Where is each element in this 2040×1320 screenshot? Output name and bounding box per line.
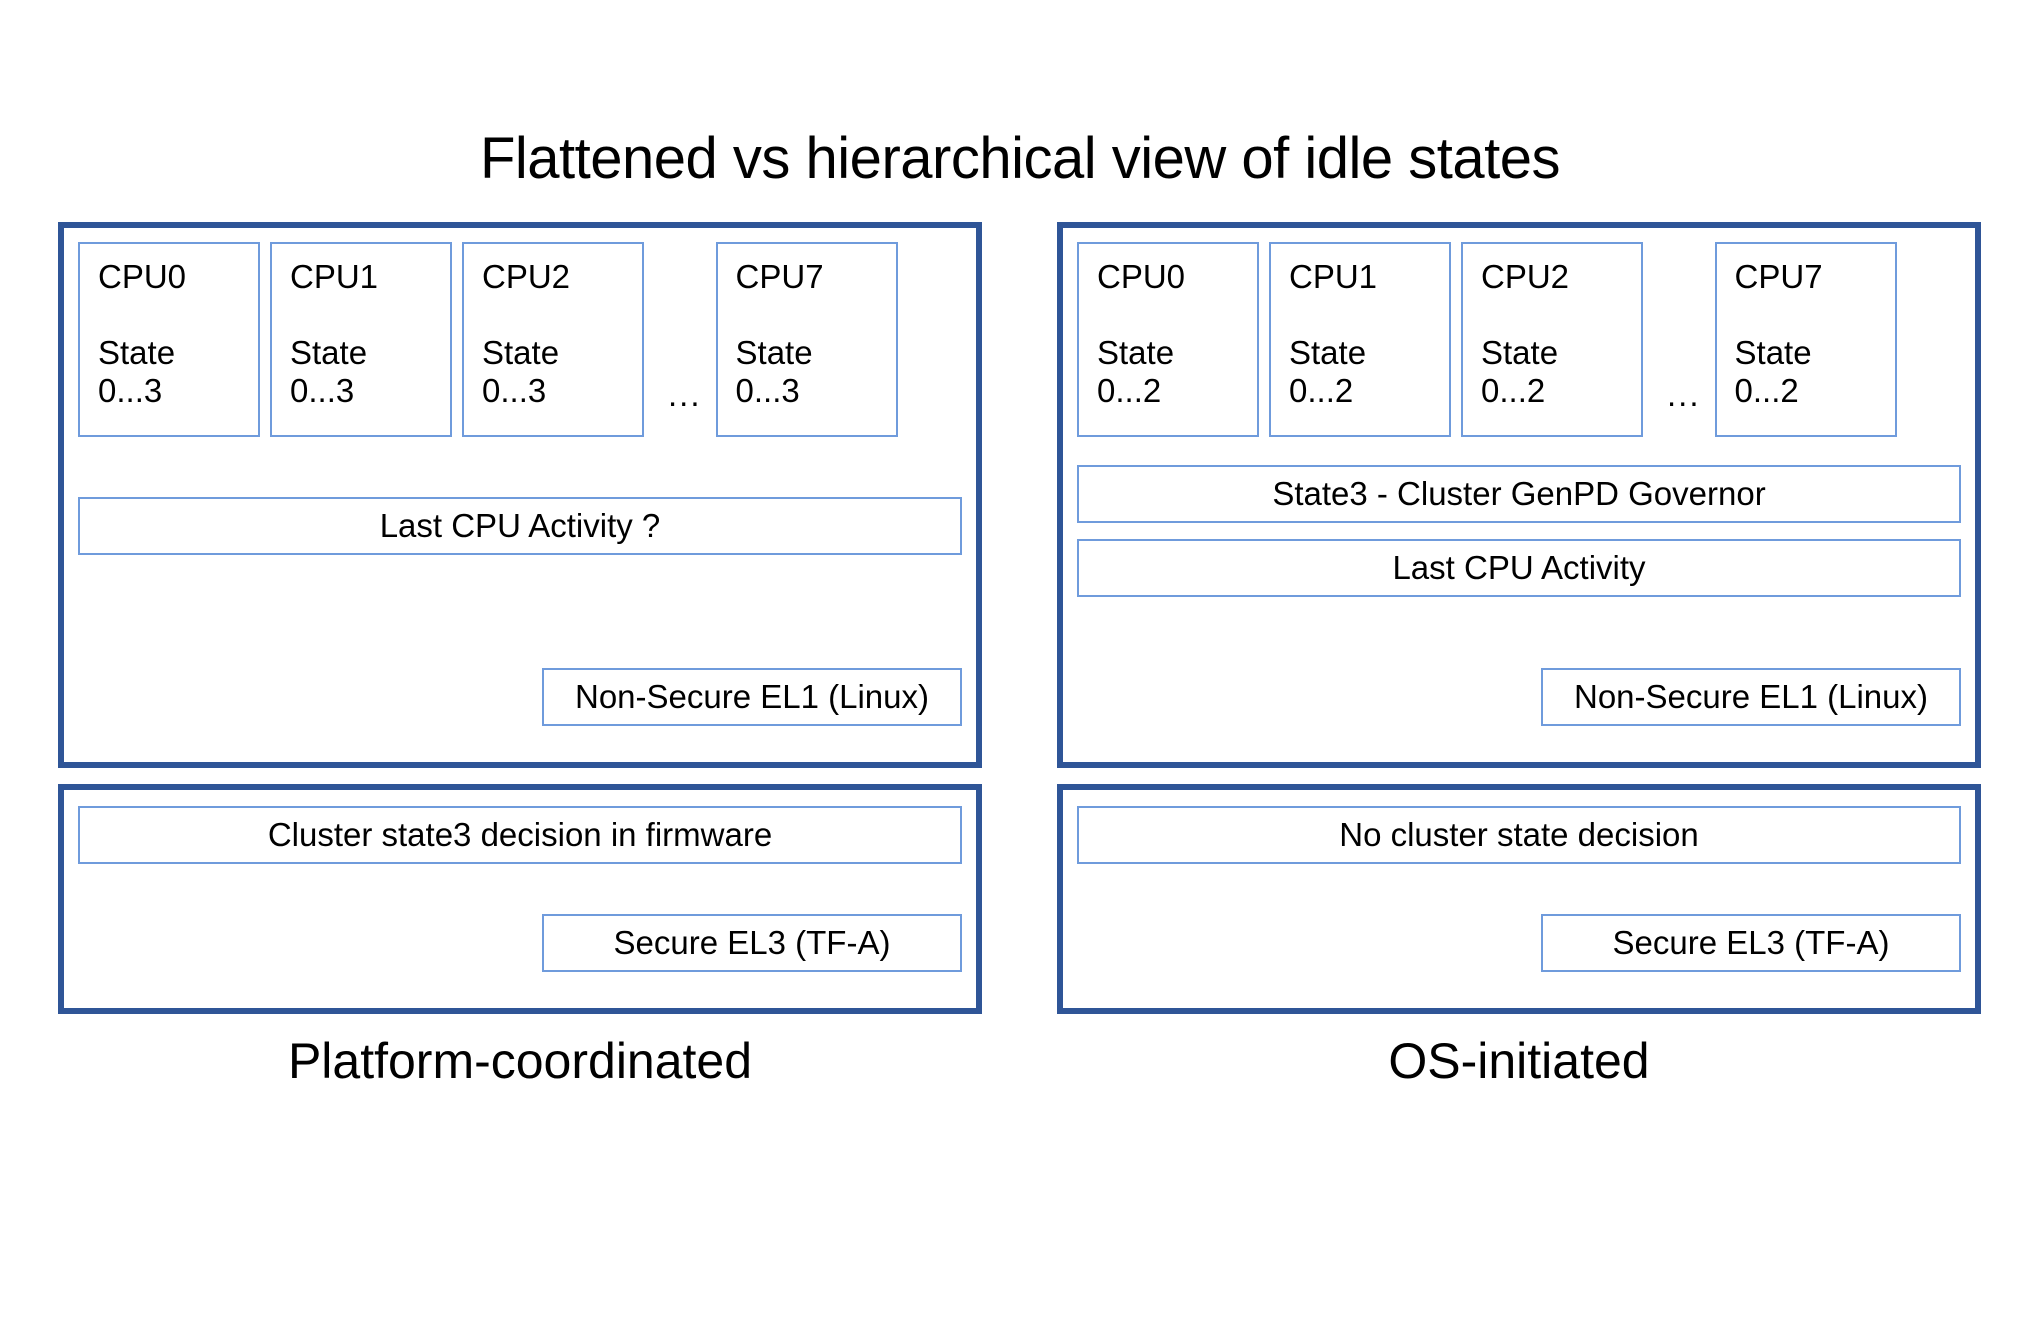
cpu-box-cpu2[interactable]: CPU2 State 0...2 xyxy=(1461,242,1643,437)
cpu-label: CPU2 xyxy=(482,258,571,295)
exception-level-tag-el3: Secure EL3 (TF-A) xyxy=(1541,914,1961,972)
last-cpu-activity-bar: Last CPU Activity ? xyxy=(78,497,962,555)
panel-caption-os-initiated: OS-initiated xyxy=(1388,1033,1650,1089)
cpu-state-range: State 0...3 xyxy=(482,334,560,409)
cluster-state-decision-bar: No cluster state decision xyxy=(1077,806,1961,864)
panel-platform-coordinated: CPU0 State 0...3 CPU1 State 0...3 CPU2 S… xyxy=(58,222,982,1090)
os-layer-panel-left: CPU0 State 0...3 CPU1 State 0...3 CPU2 S… xyxy=(58,222,982,768)
cpu-label: CPU1 xyxy=(290,258,379,295)
cpu-ellipsis: ... xyxy=(668,375,702,413)
cpu-row-right: CPU0 State 0...2 CPU1 State 0...2 CPU2 S… xyxy=(1077,242,1961,437)
cpu-box-cpu0[interactable]: CPU0 State 0...2 xyxy=(1077,242,1259,437)
cpu-box-cpu2[interactable]: CPU2 State 0...3 xyxy=(462,242,644,437)
last-cpu-activity-bar: Last CPU Activity xyxy=(1077,539,1961,597)
firmware-layer-panel-right: No cluster state decision Secure EL3 (TF… xyxy=(1057,784,1981,1014)
cpu-box-cpu1[interactable]: CPU1 State 0...2 xyxy=(1269,242,1451,437)
cpu-box-cpu0[interactable]: CPU0 State 0...3 xyxy=(78,242,260,437)
slide-title: Flattened vs hierarchical view of idle s… xyxy=(479,126,1561,191)
cpu-label: CPU0 xyxy=(98,258,187,295)
cpu-state-range: State 0...2 xyxy=(1289,334,1367,409)
cpu-box-cpu1[interactable]: CPU1 State 0...3 xyxy=(270,242,452,437)
cpu-box-cpu7[interactable]: CPU7 State 0...3 xyxy=(715,242,898,437)
cluster-state-decision-bar: Cluster state3 decision in firmware xyxy=(78,806,962,864)
os-layer-panel-right: CPU0 State 0...2 CPU1 State 0...2 CPU2 S… xyxy=(1057,222,1981,768)
exception-level-tag-el1: Non-Secure EL1 (Linux) xyxy=(1541,668,1961,726)
cpu-label: CPU2 xyxy=(1481,258,1570,295)
cpu-state-range: State 0...2 xyxy=(1481,334,1559,409)
cpu-ellipsis: ... xyxy=(1667,375,1701,413)
cpu-state-range: State 0...3 xyxy=(290,334,368,409)
cpu-state-range: State 0...2 xyxy=(1097,334,1175,409)
cpu-box-cpu7[interactable]: CPU7 State 0...2 xyxy=(1714,242,1897,437)
cpu-state-range: State 0...2 xyxy=(1734,334,1812,409)
firmware-layer-panel-left: Cluster state3 decision in firmware Secu… xyxy=(58,784,982,1014)
cpu-label: CPU7 xyxy=(1734,258,1823,295)
cpu-state-range: State 0...3 xyxy=(735,334,813,409)
cpu-row-left: CPU0 State 0...3 CPU1 State 0...3 CPU2 S… xyxy=(78,242,962,437)
cpu-label: CPU1 xyxy=(1289,258,1378,295)
exception-level-tag-el3: Secure EL3 (TF-A) xyxy=(542,914,962,972)
cpu-state-range: State 0...3 xyxy=(98,334,176,409)
cluster-genpd-governor-bar: State3 - Cluster GenPD Governor xyxy=(1077,465,1961,523)
cpu-label: CPU0 xyxy=(1097,258,1186,295)
panel-caption-platform-coordinated: Platform-coordinated xyxy=(287,1033,753,1089)
cpu-label: CPU7 xyxy=(735,258,824,295)
panel-os-initiated: CPU0 State 0...2 CPU1 State 0...2 CPU2 S… xyxy=(1057,222,1981,1090)
exception-level-tag-el1: Non-Secure EL1 (Linux) xyxy=(542,668,962,726)
